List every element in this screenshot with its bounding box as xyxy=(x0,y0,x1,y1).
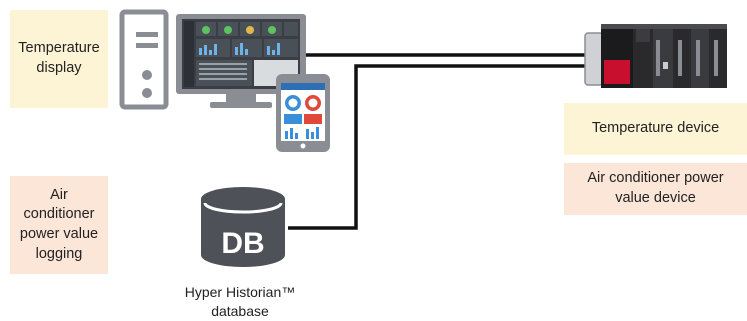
ac-logging-line-1: Air xyxy=(50,186,68,203)
ac-logging-line-3: power value xyxy=(19,226,99,242)
ac-logging-line-2: conditioner xyxy=(23,206,95,223)
tablet-icon xyxy=(276,74,330,152)
database-caption-line-1: Hyper Historian™ xyxy=(184,284,296,300)
database-caption-line-2: database xyxy=(211,302,269,319)
temperature-device-text: Temperature device xyxy=(591,120,720,137)
db-icon-text: DB xyxy=(221,227,264,260)
database-icon: DB xyxy=(201,187,285,267)
temperature-display-line-1: Temperature xyxy=(18,40,100,57)
temperature-device-label: Temperature device xyxy=(564,103,747,155)
ac-logging-line-4: logging xyxy=(35,245,83,262)
pc-tower-icon xyxy=(119,9,169,110)
temperature-display-label: Temperature display xyxy=(10,10,108,108)
temperature-display-line-2: display xyxy=(36,60,82,76)
ac-device-line-2: value device xyxy=(615,190,696,206)
db-to-plc-line xyxy=(288,64,590,230)
connection-lines xyxy=(288,53,590,230)
database-caption: Hyper Historian™ database xyxy=(160,283,320,321)
ac-power-logging-label: Air conditioner power value logging xyxy=(10,176,108,274)
plc-device-icon xyxy=(584,24,727,88)
ac-device-line-1: Air conditioner power xyxy=(587,170,724,187)
ac-power-device-label: Air conditioner power value device xyxy=(564,163,747,215)
